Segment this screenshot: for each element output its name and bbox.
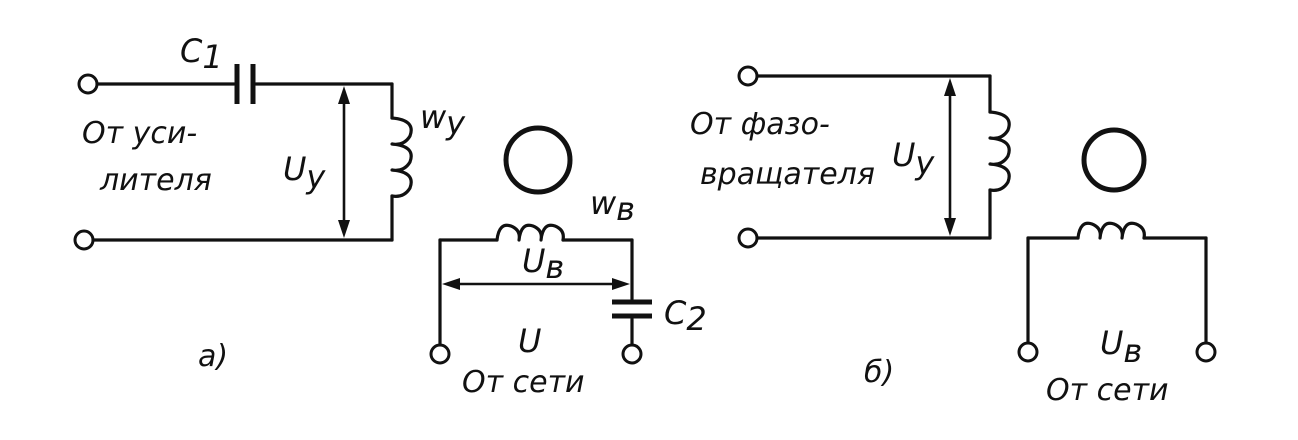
label-uy-a: Uу	[283, 150, 326, 196]
motor-rotor-a	[503, 125, 573, 195]
input-terminal-top-a	[77, 73, 99, 95]
mains-terminal-right-a	[621, 343, 643, 365]
label-mains-a: От сети	[462, 365, 585, 400]
uy-arrowhead-bottom-b	[944, 218, 956, 236]
label-c2: C2	[664, 294, 707, 338]
uv-arrowhead-left-a	[442, 278, 460, 290]
label-source-b-line1: От фазо-	[690, 107, 830, 142]
caption-b: б)	[864, 355, 894, 390]
mains-terminal-left-a	[429, 343, 451, 365]
caption-a: а)	[198, 339, 228, 374]
label-source-a-line1: От уси-	[82, 116, 197, 151]
mains-terminal-left-b	[1017, 341, 1039, 363]
input-terminal-bottom-a	[73, 229, 95, 251]
label-uv-a: Uв	[522, 242, 564, 286]
label-source-a-line2: лителя	[99, 163, 212, 198]
label-mains-b: От сети	[1046, 373, 1169, 408]
uy-arrowhead-top-a	[338, 86, 350, 104]
control-winding-b	[988, 110, 1011, 192]
label-wv: wв	[590, 184, 635, 228]
motor-rotor-b	[1081, 127, 1147, 193]
diagram-a: C1 От уси- лителя Uу wу wв Uв C2 U От се…	[73, 32, 707, 400]
excitation-winding-b	[1076, 221, 1146, 240]
label-u: U	[518, 322, 541, 360]
excitation-winding-wv	[495, 223, 565, 242]
label-uv-b: Uв	[1100, 324, 1142, 370]
label-c1: C1	[180, 32, 223, 76]
mains-terminal-right-b	[1195, 341, 1217, 363]
input-terminal-bottom-b	[737, 227, 759, 249]
uy-arrowhead-bottom-a	[338, 220, 350, 238]
uy-arrowhead-top-b	[944, 78, 956, 96]
label-source-b-line2: вращателя	[700, 157, 875, 192]
uv-arrowhead-right-a	[612, 278, 630, 290]
input-terminal-top-b	[737, 65, 759, 87]
label-wy: wу	[420, 98, 466, 142]
label-uy-b: Uу	[892, 136, 935, 182]
diagram-b: От фазо- вращателя Uу Uв От сети б)	[690, 65, 1217, 408]
control-winding-wy	[390, 116, 413, 198]
